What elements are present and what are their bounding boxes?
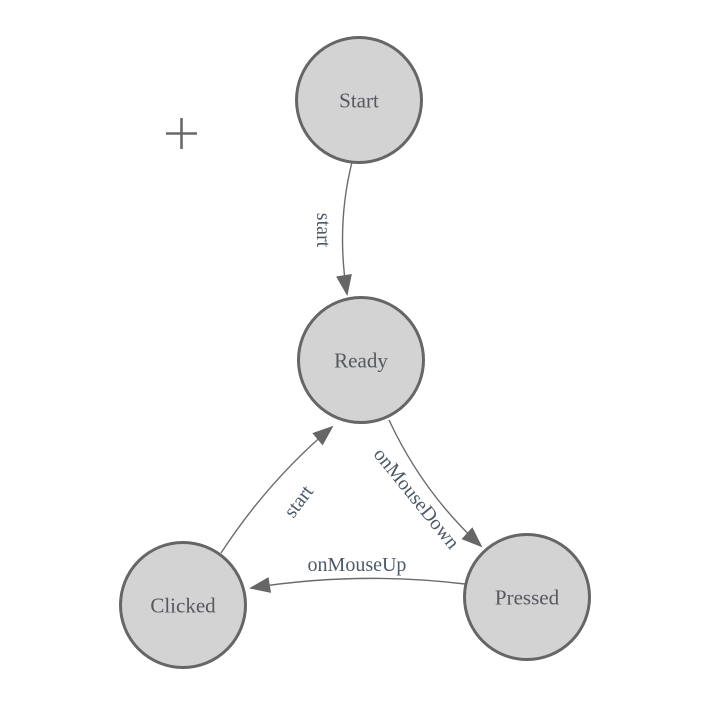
state-circle-start[interactable]	[295, 36, 423, 164]
edge-pressed-to-clicked: onMouseUp	[249, 554, 466, 593]
state-node-clicked: Clicked	[119, 541, 247, 669]
state-circle-pressed[interactable]	[463, 533, 591, 661]
edge-ready-to-pressed: onMouseDown	[369, 419, 483, 554]
state-node-start: Start	[295, 36, 423, 164]
state-node-pressed: Pressed	[463, 533, 591, 661]
edge-line-start-to-ready[interactable]	[336, 161, 353, 296]
state-circle-clicked[interactable]	[119, 541, 247, 669]
edge-label-onmousedown: onMouseDown	[369, 444, 464, 554]
edge-line-pressed-to-clicked[interactable]	[249, 577, 466, 593]
state-node-ready: Ready	[297, 296, 425, 424]
edge-label-start-2: start	[280, 481, 319, 522]
edge-start-to-ready: start	[312, 161, 353, 296]
plus-icon[interactable]	[166, 118, 197, 149]
edge-label-start: start	[312, 213, 334, 248]
edge-label-onmouseup: onMouseUp	[308, 554, 407, 576]
edge-line-ready-to-pressed[interactable]	[388, 419, 483, 548]
state-circle-ready[interactable]	[297, 296, 425, 424]
edge-clicked-to-ready: start	[220, 425, 334, 554]
edge-line-clicked-to-ready[interactable]	[220, 425, 334, 554]
